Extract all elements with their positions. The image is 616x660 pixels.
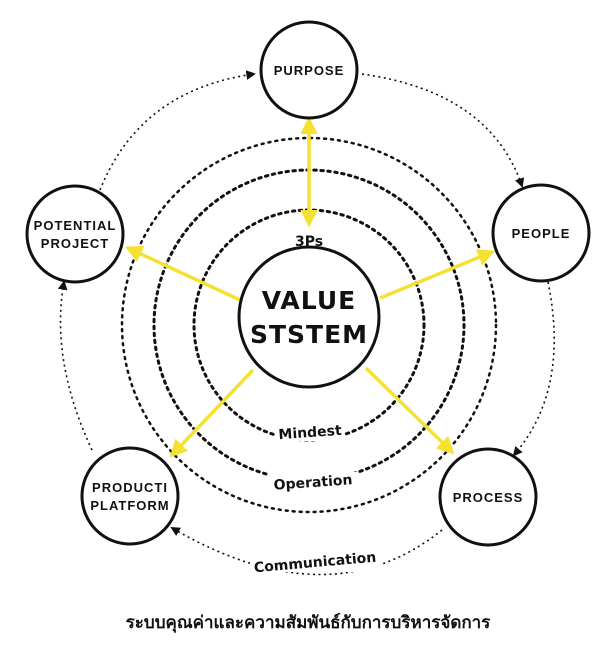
communication-label-bg <box>250 552 380 572</box>
node-people: PEOPLE <box>491 183 591 283</box>
spoke-people <box>379 249 496 300</box>
center-label-line2: STSTEM <box>250 320 368 349</box>
spoke-product <box>169 368 255 458</box>
node-potential: POTENTIAL PROJECT <box>25 184 125 284</box>
spoke-potential <box>124 245 241 302</box>
node-purpose: PURPOSE <box>259 20 359 120</box>
center-label-line1: VALUE <box>262 286 356 315</box>
node-product-label-line1: PRODUCTI <box>92 480 168 495</box>
operation-label-bg <box>268 472 358 492</box>
arrow-process-to-product <box>170 527 443 576</box>
node-potential-label-line2: PROJECT <box>41 236 109 251</box>
outer-ring-label: Operation <box>273 472 353 493</box>
arrow-product-to-potential <box>57 280 93 451</box>
middle-ring-label: Mindest <box>278 423 343 443</box>
node-product: PRODUCTI PLATFORM <box>80 446 180 546</box>
mindest-label-bg <box>276 423 344 441</box>
node-people-label: PEOPLE <box>512 226 571 241</box>
node-process-label: PROCESS <box>453 490 524 505</box>
diagram-caption: ระบบคุณค่าและความสัมพันธ์กับการบริหารจัด… <box>126 612 492 633</box>
node-potential-label-line1: POTENTIAL <box>34 218 117 233</box>
node-process: PROCESS <box>438 447 538 547</box>
center-node <box>237 245 381 389</box>
arrow-potential-to-purpose <box>99 70 256 191</box>
arrow-purpose-to-people <box>361 73 525 188</box>
node-purpose-label: PURPOSE <box>274 63 345 78</box>
node-product-label-line2: PLATFORM <box>90 498 169 513</box>
spoke-process <box>364 366 455 455</box>
arrow-people-to-process <box>512 281 556 457</box>
